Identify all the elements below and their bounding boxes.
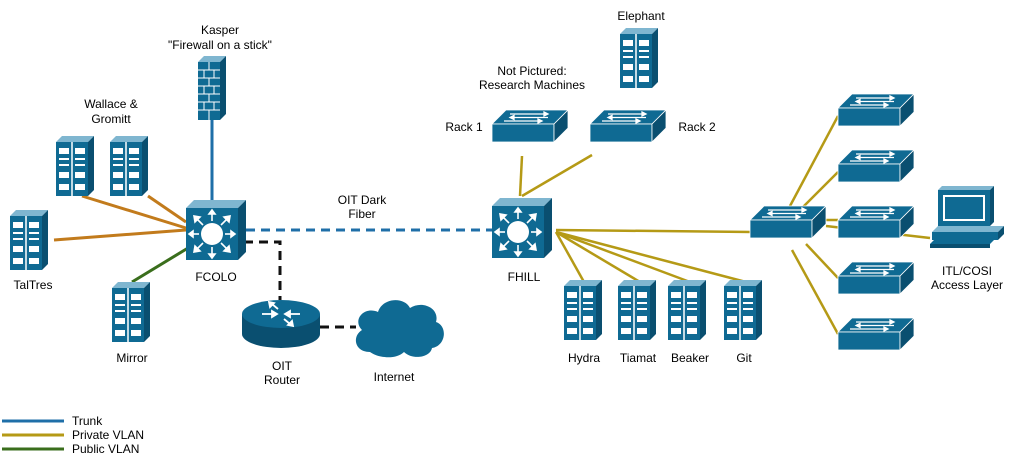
server-icon-mirror bbox=[111, 281, 151, 343]
legend-label-trunk: Trunk bbox=[72, 414, 103, 428]
oit-router-sublabel: Router bbox=[264, 373, 300, 387]
link-fhill-rack1 bbox=[518, 155, 524, 197]
link-mirror-fcolo bbox=[131, 246, 189, 284]
link-fhill-itl bbox=[555, 228, 753, 234]
link-fcolo-oit-router bbox=[244, 240, 282, 300]
link-fhill-git bbox=[555, 230, 747, 284]
access-layer-label: Access Layer bbox=[931, 278, 1003, 292]
rack2-label: Rack 2 bbox=[678, 120, 716, 134]
link-itl-sw2 bbox=[799, 171, 839, 211]
kasper-label: Kasper bbox=[201, 23, 239, 37]
taltres-label: TalTres bbox=[14, 278, 53, 292]
multilayer-switch-icon-fcolo bbox=[185, 199, 247, 261]
switch-icon-rack2 bbox=[589, 109, 667, 143]
server-icon-beaker bbox=[667, 279, 707, 341]
router-icon bbox=[242, 300, 320, 348]
link-fhill-hydra bbox=[554, 231, 586, 283]
switch-icon-access-5 bbox=[837, 317, 915, 351]
server-icon-git bbox=[723, 279, 763, 341]
research-machines-label: Research Machines bbox=[479, 78, 585, 92]
rack1-label: Rack 1 bbox=[445, 120, 483, 134]
oit-router-label: OIT bbox=[272, 359, 293, 373]
wallace-label: Wallace & bbox=[84, 97, 138, 111]
connections bbox=[53, 115, 931, 335]
kasper-subtitle: "Firewall on a stick" bbox=[168, 38, 272, 52]
server-icon-wallace bbox=[55, 135, 95, 197]
fcolo-label: FCOLO bbox=[195, 270, 236, 284]
multilayer-switch-icon-fhill bbox=[491, 197, 553, 259]
server-icon-taltres bbox=[9, 209, 49, 271]
server-icon-elephant bbox=[619, 27, 659, 89]
dark-fiber-sublabel: Fiber bbox=[348, 207, 375, 221]
git-label: Git bbox=[736, 351, 752, 365]
legend: Trunk Private VLAN Public VLAN bbox=[2, 414, 144, 456]
not-pictured-label: Not Pictured: bbox=[497, 64, 566, 78]
elephant-label: Elephant bbox=[617, 9, 665, 23]
link-gromitt-fcolo bbox=[147, 194, 187, 224]
cloud-icon bbox=[355, 300, 444, 358]
link-fhill-rack2 bbox=[521, 153, 593, 198]
tiamat-label: Tiamat bbox=[620, 351, 657, 365]
server-icon-gromitt bbox=[109, 135, 149, 197]
server-icon-tiamat bbox=[617, 279, 657, 341]
switch-icon-access-4 bbox=[837, 261, 915, 295]
link-fhill-tiamat bbox=[555, 230, 641, 284]
switch-icon-access-1 bbox=[837, 93, 915, 127]
link-fhill-beaker bbox=[555, 230, 691, 284]
internet-label: Internet bbox=[374, 370, 415, 384]
link-taltres-fcolo bbox=[53, 228, 187, 242]
fhill-label: FHILL bbox=[508, 270, 541, 284]
switch-icon-access-2 bbox=[837, 149, 915, 183]
dark-fiber-label: OIT Dark bbox=[338, 193, 387, 207]
beaker-label: Beaker bbox=[671, 351, 709, 365]
switch-icon-itl-core bbox=[749, 205, 827, 239]
firewall-icon bbox=[198, 56, 226, 120]
legend-label-private-vlan: Private VLAN bbox=[72, 428, 144, 442]
itl-cosi-label: ITL/COSI bbox=[942, 264, 992, 278]
link-itl-sw1 bbox=[788, 115, 840, 207]
switch-icon-rack1 bbox=[491, 109, 569, 143]
link-itl-sw5 bbox=[790, 249, 840, 335]
link-wallace-fcolo bbox=[81, 194, 187, 230]
switch-icon-access-3 bbox=[837, 205, 915, 239]
server-icon-hydra bbox=[563, 279, 603, 341]
hydra-label: Hydra bbox=[568, 351, 600, 365]
mirror-label: Mirror bbox=[116, 351, 147, 365]
gromitt-label: Gromitt bbox=[91, 112, 131, 126]
legend-label-public-vlan: Public VLAN bbox=[72, 442, 139, 456]
computer-icon bbox=[930, 186, 1004, 248]
link-itl-sw4 bbox=[805, 243, 839, 279]
